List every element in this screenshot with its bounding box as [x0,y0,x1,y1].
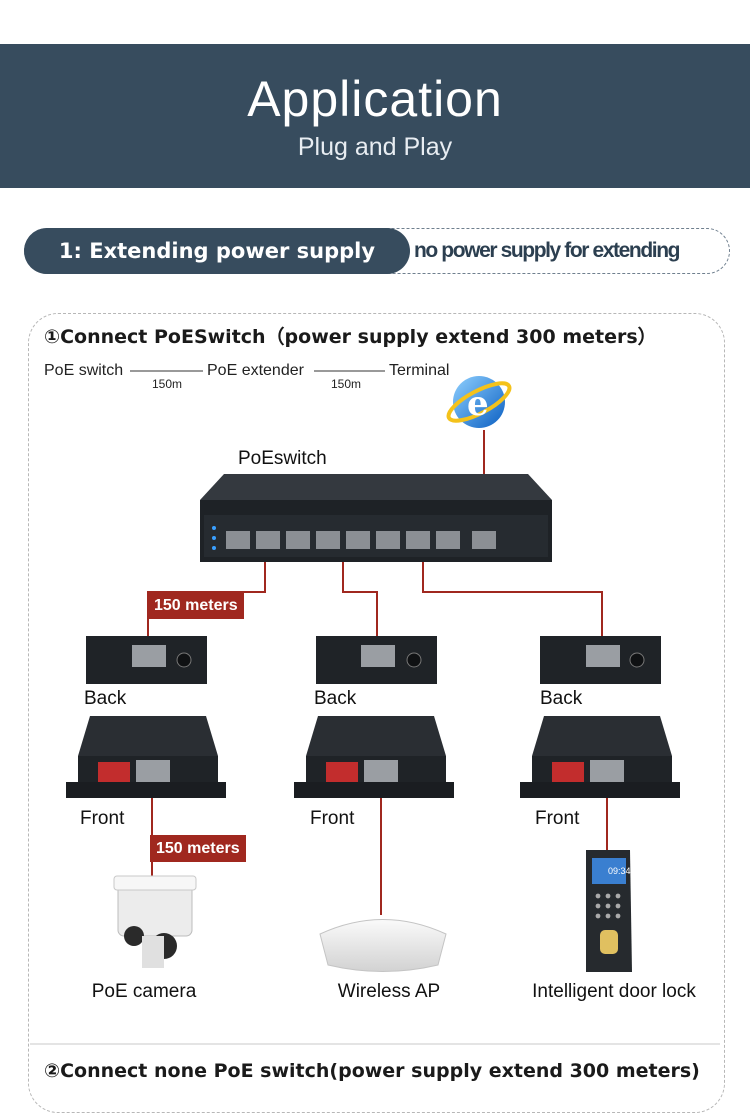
page-subtitle: Plug and Play [297,133,453,161]
divider [30,1043,720,1045]
back-label-2: Back [314,688,357,709]
distance-tag-top: 150 meters [148,592,244,619]
wireless-ap [319,919,447,972]
switch-label: PoEswitch [238,448,327,469]
lock-screen-time: 09:34 [608,866,631,876]
section-note: no power supply for extending [414,239,680,262]
header-banner: Application Plug and Play [0,44,750,188]
extender-back-1 [86,636,207,684]
poe-camera [113,875,197,968]
chain-poe-extender: PoE extender [207,362,304,379]
front-label-1: Front [80,808,125,829]
step2-title: ②Connect none PoE switch(power supply ex… [44,1060,700,1082]
internet-explorer-icon: e [446,376,512,428]
extender-back-2 [316,636,437,684]
step1-title: ①Connect PoESwitch（power supply extend 3… [44,326,657,348]
svg-text:e: e [467,384,489,424]
page-title: Application [247,71,503,127]
front-label-3: Front [535,808,580,829]
device-caption-camera: PoE camera [91,981,197,1002]
front-label-2: Front [310,808,355,829]
chain-distance-2: 150m [331,377,362,391]
device-caption-door-lock: Intelligent door lock [532,981,696,1002]
device-caption-ap: Wireless AP [337,981,441,1002]
distance-tag-bottom: 150 meters [150,835,246,862]
back-label-1: Back [84,688,127,709]
extender-front-1 [66,716,226,798]
poe-switch [200,474,552,562]
chain-distance-1: 150m [152,377,183,391]
chain-poe-switch: PoE switch [44,362,124,379]
extender-front-3 [520,716,680,798]
chain-terminal: Terminal [389,362,450,379]
door-lock [586,850,632,972]
extender-front-2 [294,716,454,798]
section-title: 1: Extending power supply [24,228,410,274]
back-label-3: Back [540,688,583,709]
extender-back-3 [540,636,661,684]
